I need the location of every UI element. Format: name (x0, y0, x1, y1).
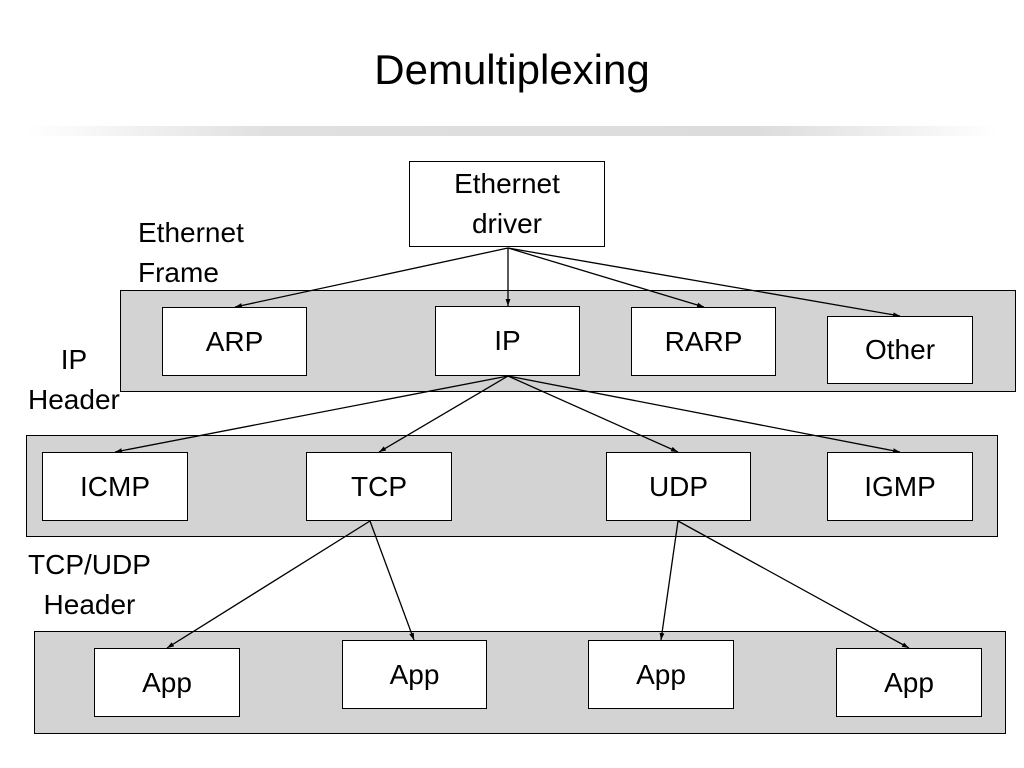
udp-box: UDP (606, 452, 751, 521)
ethernet-frame-label: Ethernet Frame (138, 213, 244, 293)
other-box: Other (827, 316, 973, 384)
tcp-udp-header-label: TCP/UDP Header (28, 545, 151, 625)
ip-header-label: IP Header (28, 340, 120, 420)
ethernet-driver-label-line1: Ethernet (454, 168, 560, 199)
ethernet-driver-label-line2: driver (471, 208, 542, 239)
tcp-box: TCP (306, 452, 452, 521)
arp-box: ARP (162, 307, 307, 376)
arrow-udp-to-app3 (659, 520, 679, 641)
rarp-box: RARP (631, 307, 776, 376)
app-box-2: App (342, 640, 487, 709)
title-divider (26, 126, 998, 136)
ethernet-frame-label-line1: Ethernet (138, 217, 244, 248)
app-box-1: App (94, 648, 240, 717)
tcp-udp-header-label-line1: TCP/UDP (28, 549, 151, 580)
app-box-4: App (836, 648, 982, 717)
page-title: Demultiplexing (374, 46, 650, 93)
tcp-udp-header-label-line2: Header (43, 589, 136, 620)
arrow-tcp-to-app1 (166, 520, 371, 649)
app-box-3: App (588, 640, 734, 709)
ip-header-label-line2: Header (28, 384, 120, 415)
ip-box: IP (435, 306, 580, 376)
arrow-udp-to-app4 (677, 520, 910, 649)
igmp-box: IGMP (827, 452, 973, 521)
arrow-tcp-to-app2 (369, 520, 415, 641)
ethernet-frame-label-line2: Frame (138, 257, 219, 288)
icmp-box: ICMP (42, 452, 188, 521)
ip-header-label-line1: IP (60, 344, 88, 375)
ethernet-driver-box: Ethernet driver (409, 161, 605, 247)
